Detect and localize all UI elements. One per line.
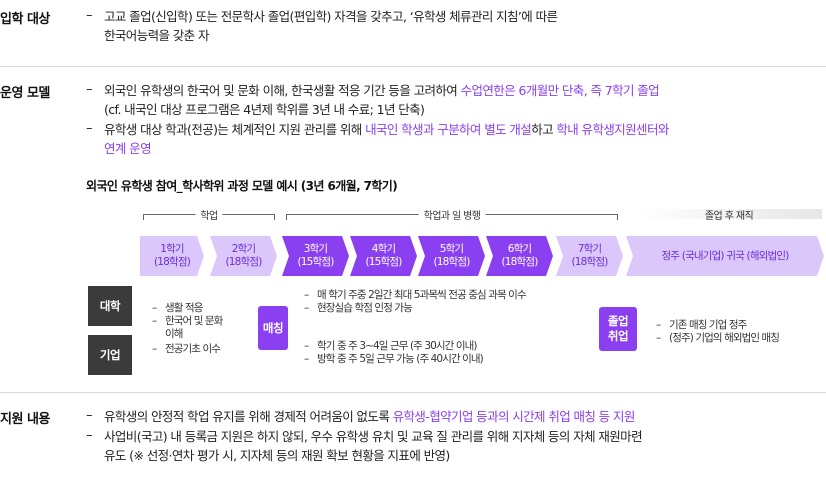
dash: – bbox=[86, 428, 93, 443]
semester-6: 6학기 (18학점) bbox=[486, 236, 553, 276]
post-item: –(정주) 기업의 해외법인 매칭 bbox=[656, 332, 780, 344]
semester-2: 2학기 (18학점) bbox=[210, 236, 277, 276]
semester-5: 5학기 (18학점) bbox=[418, 236, 485, 276]
matching-box: 매칭 bbox=[258, 306, 288, 350]
semester-4: 4학기 (15학점) bbox=[350, 236, 417, 276]
semester-7: 7학기 (18학점) bbox=[556, 236, 623, 276]
semester-credits: (15학점) bbox=[297, 256, 334, 268]
semester-credits: (18학점) bbox=[433, 256, 470, 268]
phase-study-label: 학업 bbox=[195, 207, 223, 222]
post-item: –기존 매칭 기업 정주 bbox=[656, 319, 747, 331]
semester-credits: (18학점) bbox=[571, 256, 608, 268]
mid-bottom-item: –방학 중 주 5일 근무 가능 (주 40시간 이내) bbox=[304, 353, 484, 365]
semester-label: 3학기 bbox=[303, 243, 328, 255]
divider bbox=[0, 392, 826, 393]
mid-bottom-item: –학기 중 주 3~4일 근무 (주 30시간 이내) bbox=[304, 340, 478, 352]
semester-credits: (15학점) bbox=[365, 256, 402, 268]
operation-b2-highlight1: 내국인 학생과 구분하여 별도 개설 bbox=[365, 122, 532, 137]
semester-3: 3학기 (15학점) bbox=[282, 236, 349, 276]
admission-line2: 한국어능력을 갖춘 자 bbox=[104, 28, 209, 43]
phase-bracket-work-study: 학업과 일 병행 bbox=[286, 207, 618, 222]
row-university: 대학 bbox=[88, 286, 132, 326]
operation-b2-highlight2: 학내 유학생지원센터와 bbox=[556, 122, 669, 137]
phase-bar-post-grad bbox=[636, 209, 822, 219]
support-b2-line2: 유도 (※ 선정·연차 평가 시, 지자체 등의 재원 확보 현황을 지표에 반… bbox=[104, 448, 450, 463]
operation-label: 운영 모델 bbox=[0, 86, 50, 101]
semester-label: 1학기 bbox=[160, 243, 184, 255]
semester-label: 5학기 bbox=[439, 243, 464, 255]
early-item: –한국어 및 문화 bbox=[152, 315, 223, 327]
support-bullet1: 유학생의 안정적 학업 유지를 위해 경제적 어려움이 없도록 유학생-협약기업… bbox=[104, 407, 635, 426]
matching-label: 매칭 bbox=[262, 320, 284, 335]
operation-b1-highlight: 수업연한은 6개월만 단축, 즉 7학기 졸업 bbox=[460, 83, 660, 98]
admission-label: 입학 대상 bbox=[0, 12, 50, 27]
operation-b2-text: 유학생 대상 학과(전공)는 체계적인 지원 관리를 위해 bbox=[104, 122, 366, 137]
semester-credits: (18학점) bbox=[153, 256, 191, 268]
phase-bracket-study: 학업 bbox=[143, 207, 275, 222]
grad-label: 졸업 bbox=[607, 314, 629, 328]
operation-b1-text: 외국인 유학생의 한국어 및 문화 이해, 한국생활 적응 기간 등을 고려하여 bbox=[104, 83, 461, 98]
support-b1-highlight: 유학생-협약기업 등과의 시간제 취업 매칭 등 지원 bbox=[392, 409, 636, 424]
support-b1-text: 유학생의 안정적 학업 유지를 위해 경제적 어려움이 없도록 bbox=[104, 409, 393, 424]
post-grad-chevron: 정주 (국내기업) 귀국 (해외법인) bbox=[626, 236, 824, 276]
mid-top-item: –매 학기 주중 2일간 최대 5과목씩 전공 중심 과목 이수 bbox=[304, 289, 527, 301]
support-label: 지원 내용 bbox=[0, 412, 50, 427]
support-b2-line1: 사업비(국고) 내 등록금 지원은 하지 않되, 우수 유학생 유치 및 교육 … bbox=[104, 429, 643, 444]
phase-work-study-label: 학업과 일 병행 bbox=[418, 207, 486, 222]
semester-credits: (18학점) bbox=[501, 256, 538, 268]
dash: – bbox=[86, 82, 93, 97]
operation-bullet2: 유학생 대상 학과(전공)는 체계적인 지원 관리를 위해 내국인 학생과 구분… bbox=[104, 120, 669, 139]
post-grad-text: 정주 (국내기업) 귀국 (해외법인) bbox=[661, 249, 789, 262]
operation-bullet1: 외국인 유학생의 한국어 및 문화 이해, 한국생활 적응 기간 등을 고려하여… bbox=[104, 81, 660, 100]
dash: – bbox=[86, 121, 93, 136]
divider bbox=[0, 66, 826, 67]
dash: – bbox=[86, 408, 93, 423]
admission-line1: 고교 졸업(신입학) 또는 전문학사 졸업(편입학) 자격을 갖추고, ‘유학생… bbox=[104, 9, 558, 24]
semester-credits: (18학점) bbox=[225, 256, 262, 268]
diagram-title: 외국인 유학생 참여_학사학위 과정 모델 예시 (3년 6개월, 7학기) bbox=[86, 179, 398, 193]
early-item: –전공기초 이수 bbox=[152, 343, 221, 355]
operation-b2-text2: 하고 bbox=[531, 122, 557, 137]
phase-post-grad-label: 졸업 후 재직 bbox=[704, 211, 754, 222]
operation-b1-line2: (cf. 내국인 대상 프로그램은 4년제 학위를 3년 내 수료; 1년 단축… bbox=[104, 102, 425, 117]
dash: – bbox=[86, 8, 93, 23]
semester-label: 6학기 bbox=[507, 243, 532, 255]
early-item-cont: 이해 bbox=[165, 328, 183, 340]
early-item: –생활 적응 bbox=[152, 302, 203, 314]
employ-label: 취업 bbox=[607, 329, 629, 343]
row-company: 기업 bbox=[88, 335, 132, 375]
operation-b2-line2: 연계 운영 bbox=[104, 141, 152, 156]
mid-top-item: –현장실습 학점 인정 가능 bbox=[304, 302, 413, 314]
semester-label: 2학기 bbox=[231, 243, 256, 255]
semester-1: 1학기 (18학점) bbox=[140, 236, 204, 276]
semester-label: 4학기 bbox=[371, 243, 396, 255]
graduation-employment-box: 졸업 취업 bbox=[599, 307, 637, 351]
semester-label: 7학기 bbox=[577, 243, 602, 255]
